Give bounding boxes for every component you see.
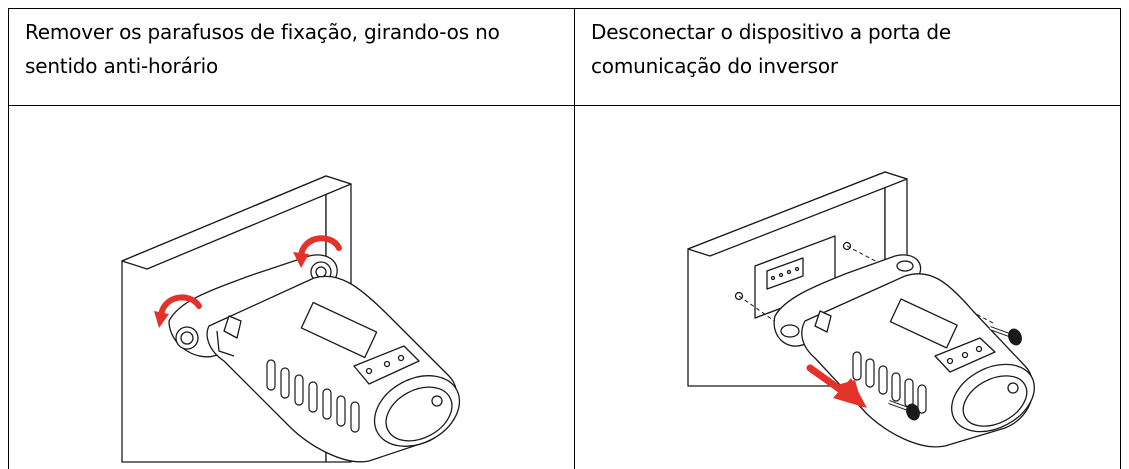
table-border-middle [574,8,575,469]
table-border-header-bottom [8,105,1121,106]
dongle-body [206,275,461,463]
rotate-counterclockwise-icon [154,294,202,328]
caption-right-line2: comunicação do inversor [591,54,838,78]
table-border-left [8,8,9,469]
table-border-right [1120,8,1121,469]
illustration-disconnect-device [687,171,1035,448]
screw-icon [989,326,1022,346]
caption-cell-right: Desconectar o dispositivo a porta de com… [575,9,1120,105]
rotate-counterclockwise-icon [293,235,342,268]
caption-left-line1: Remover os parafusos de fixação, girando… [25,20,500,44]
pull-out-arrow-icon [806,364,867,409]
illustration-remove-screws [121,175,461,463]
table-border-top [8,8,1121,9]
caption-left-line2: sentido anti-horário [25,54,219,78]
caption-cell-left: Remover os parafusos de fixação, girando… [9,9,574,105]
caption-right-line1: Desconectar o dispositivo a porta de [591,20,952,44]
screw-icon [888,400,920,421]
